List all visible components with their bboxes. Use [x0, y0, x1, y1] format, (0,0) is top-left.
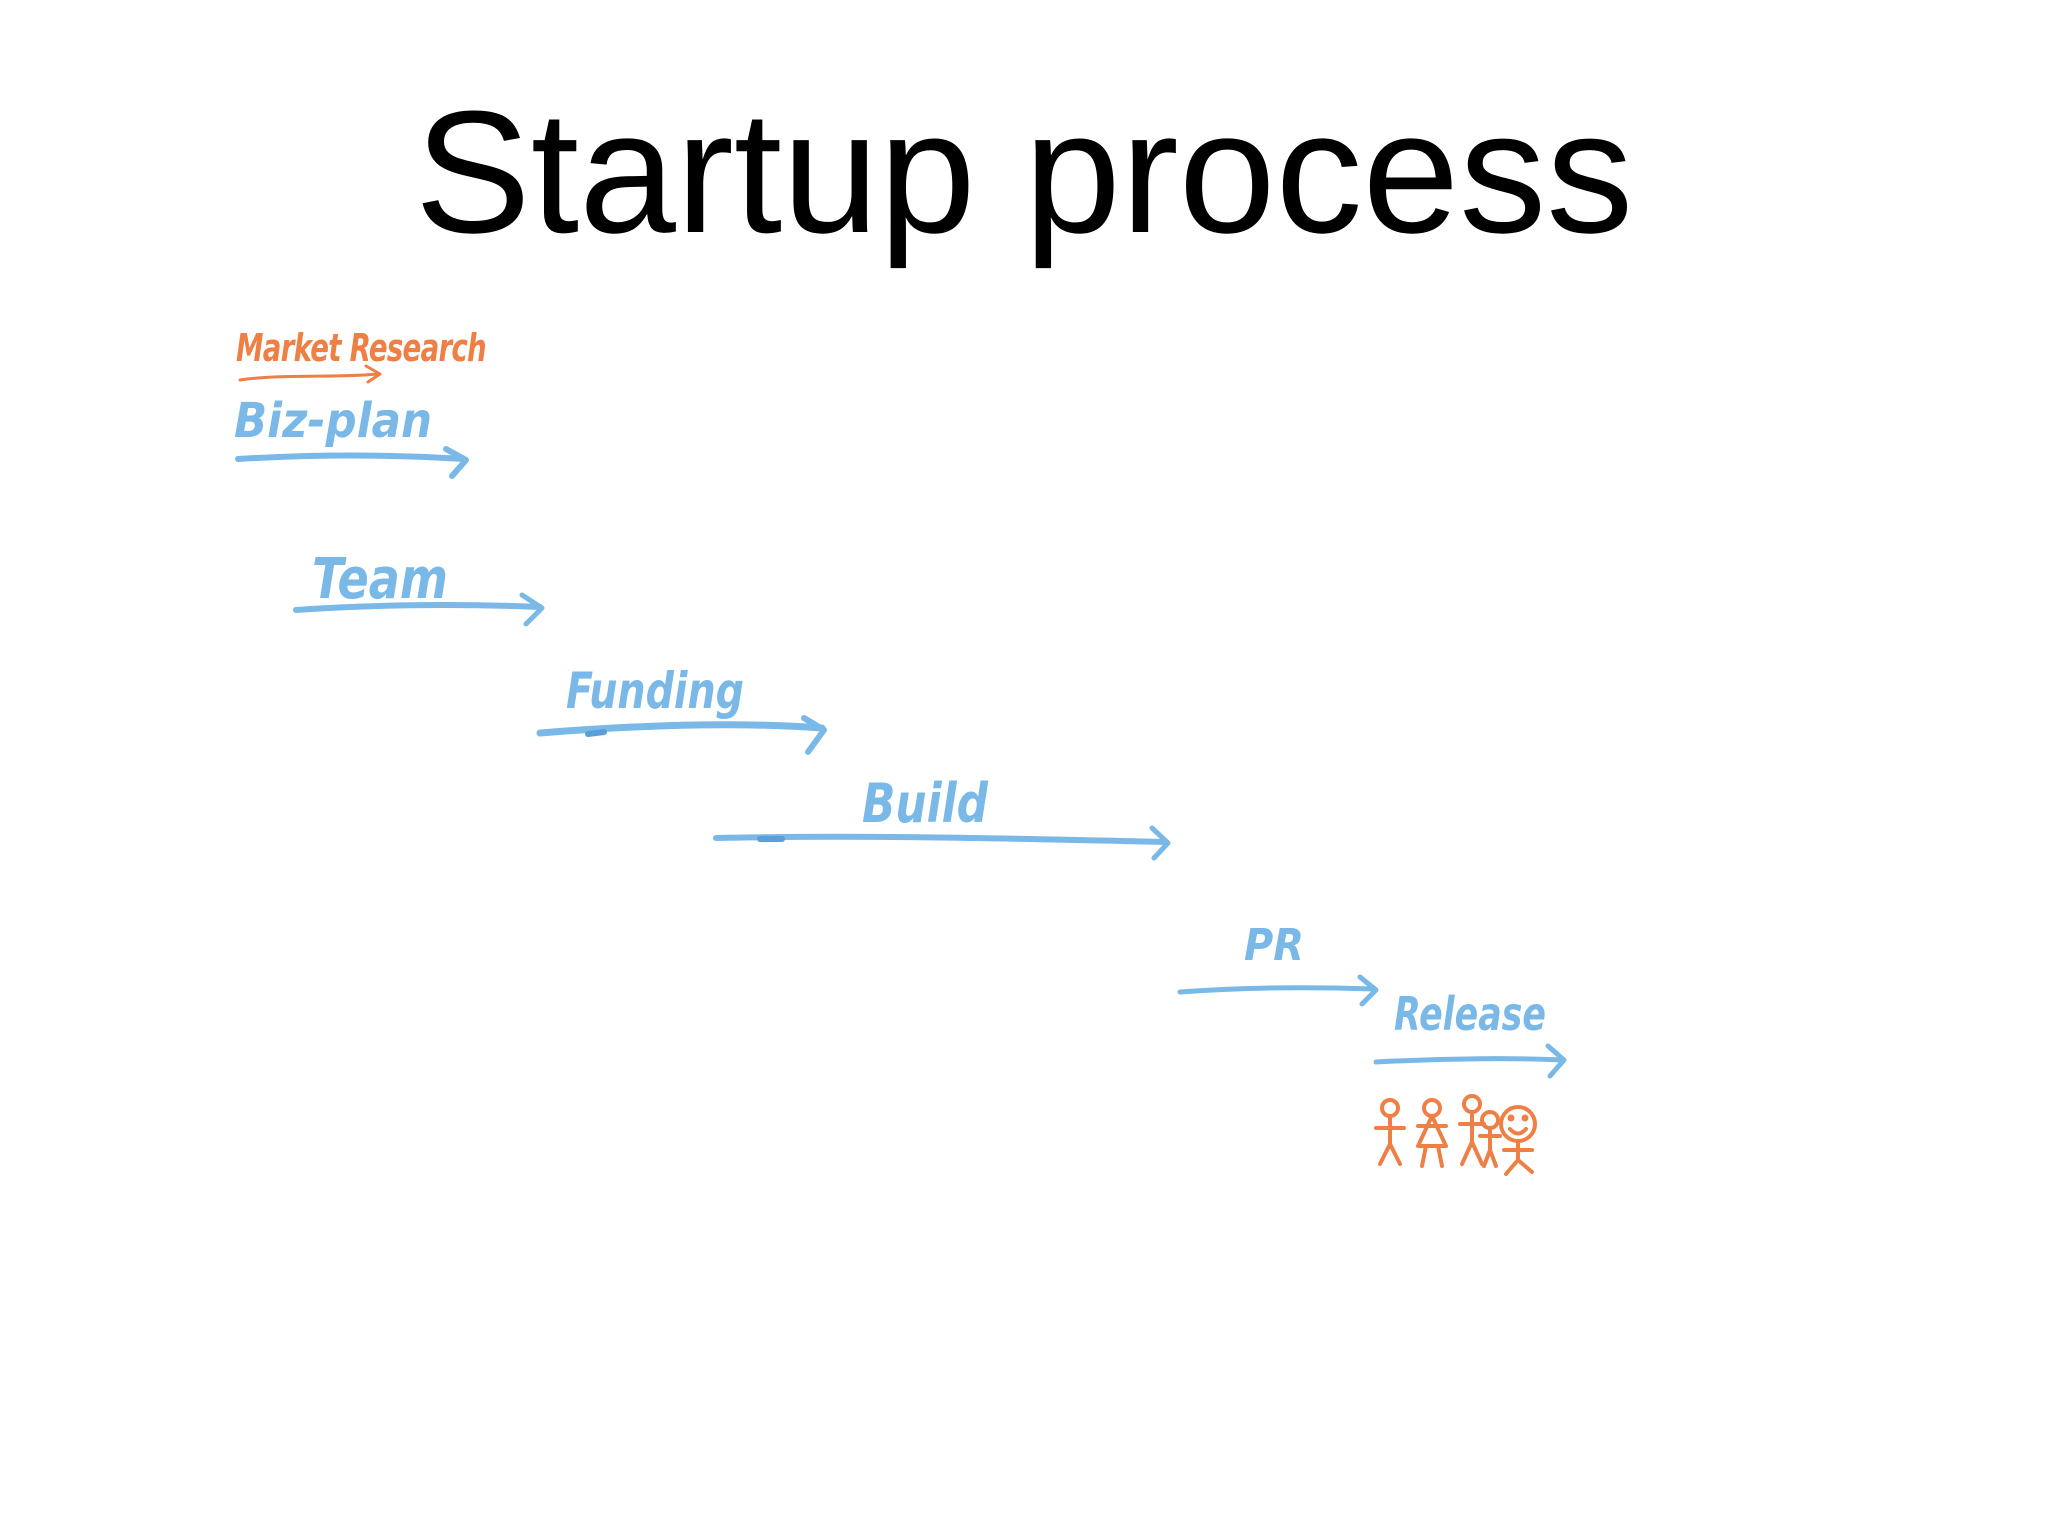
biz-plan-arrow-icon	[235, 446, 469, 479]
team-arrow-icon	[293, 592, 545, 627]
market-research-arrow-icon	[238, 364, 382, 384]
step-label-funding: Funding	[566, 662, 744, 720]
stick-figures-people-icon	[1374, 1094, 1537, 1176]
release-arrow-icon	[1373, 1043, 1567, 1079]
step-label-biz-plan: Biz-plan	[234, 393, 432, 449]
step-label-market-research: Market Research	[236, 326, 486, 370]
pr-arrow-icon	[1177, 974, 1379, 1007]
funding-arrow-icon	[536, 715, 827, 755]
step-label-release: Release	[1394, 987, 1546, 1041]
step-label-build: Build	[862, 772, 989, 835]
build-arrow-icon	[713, 825, 1171, 861]
step-label-pr: PR	[1244, 920, 1304, 971]
step-label-team: Team	[312, 547, 448, 612]
slide-title: Startup process	[414, 74, 1634, 269]
